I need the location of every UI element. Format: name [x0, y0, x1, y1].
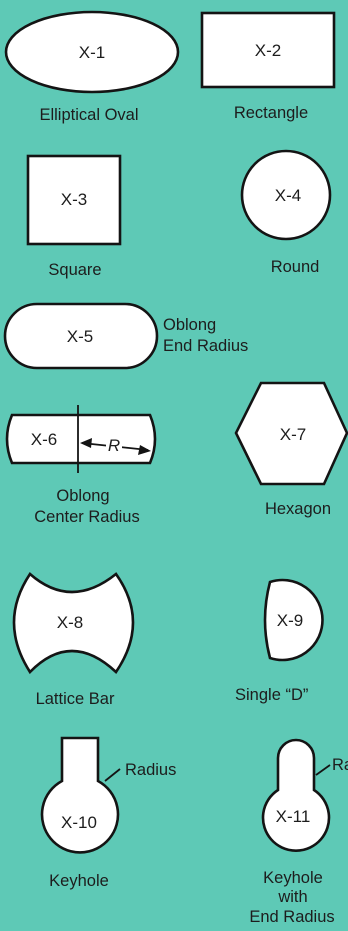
- shape-x9: X-9: [263, 578, 324, 662]
- radius-dimension-label: R: [108, 436, 120, 455]
- shape-code: X-3: [61, 190, 87, 209]
- square-shape: [26, 154, 122, 246]
- ellipse-shape: [4, 10, 180, 94]
- shape-label: Hexagon: [265, 500, 331, 518]
- keyhole-end-radius-shape: [261, 738, 331, 852]
- shape-label: Keyhole: [49, 872, 109, 890]
- shape-label: Single “D”: [235, 686, 308, 704]
- shape-code: X-8: [57, 613, 83, 632]
- shape-label: Square: [48, 261, 101, 279]
- shape-code: X-11: [276, 807, 311, 826]
- shape-label: End Radius: [163, 337, 248, 355]
- shape-label: Lattice Bar: [36, 690, 115, 708]
- shape-label: Round: [271, 258, 320, 276]
- circle-shape: [240, 149, 332, 241]
- shape-x6: X-6 R: [5, 405, 157, 473]
- oblong-shape: [3, 302, 159, 370]
- shape-code: X-6: [31, 430, 57, 449]
- shape-code: X-10: [61, 813, 97, 832]
- shape-code: X-5: [67, 327, 93, 346]
- lattice-bar-shape: [12, 572, 135, 675]
- dim-label-bg: [106, 434, 122, 453]
- keyhole-shape: [40, 736, 120, 854]
- hexagon-shape: [234, 381, 348, 486]
- shape-code: X-2: [255, 41, 281, 60]
- shape-label: Elliptical Oval: [39, 106, 138, 124]
- shape-label: End Radius: [249, 908, 334, 926]
- shape-label: Center Radius: [34, 508, 139, 526]
- shape-x4: X-4: [240, 149, 332, 241]
- shape-x1: X-1: [4, 10, 180, 94]
- shape-x11: X-11 Ra: [261, 738, 348, 852]
- shape-label: with: [277, 888, 307, 906]
- shape-x5: X-5: [3, 302, 159, 370]
- shape-x10: X-10 Radius: [40, 736, 176, 854]
- arrow-right-icon: [138, 445, 151, 455]
- oblong-center-radius-shape: [5, 413, 157, 465]
- shape-code: X-9: [277, 611, 303, 630]
- shape-label: Oblong: [56, 487, 109, 505]
- shape-x8: X-8: [12, 572, 135, 675]
- radius-leader-line: [315, 764, 331, 776]
- shape-label: Rectangle: [234, 104, 308, 122]
- radius-callout: Ra: [332, 756, 348, 774]
- radius-callout: Radius: [125, 761, 176, 779]
- shape-code: X-1: [79, 43, 105, 62]
- shape-code: X-4: [275, 186, 301, 205]
- arrow-left-icon: [80, 438, 92, 448]
- single-d-shape: [263, 578, 324, 662]
- shape-code: X-7: [280, 425, 306, 444]
- shape-x2: X-2: [200, 11, 336, 89]
- radius-leader-line: [104, 768, 121, 782]
- rectangle-shape: [200, 11, 336, 89]
- shape-x3: X-3: [26, 154, 122, 246]
- shape-label: Keyhole: [263, 869, 323, 887]
- shape-x7: X-7: [234, 381, 348, 486]
- shape-label: Oblong: [163, 316, 216, 334]
